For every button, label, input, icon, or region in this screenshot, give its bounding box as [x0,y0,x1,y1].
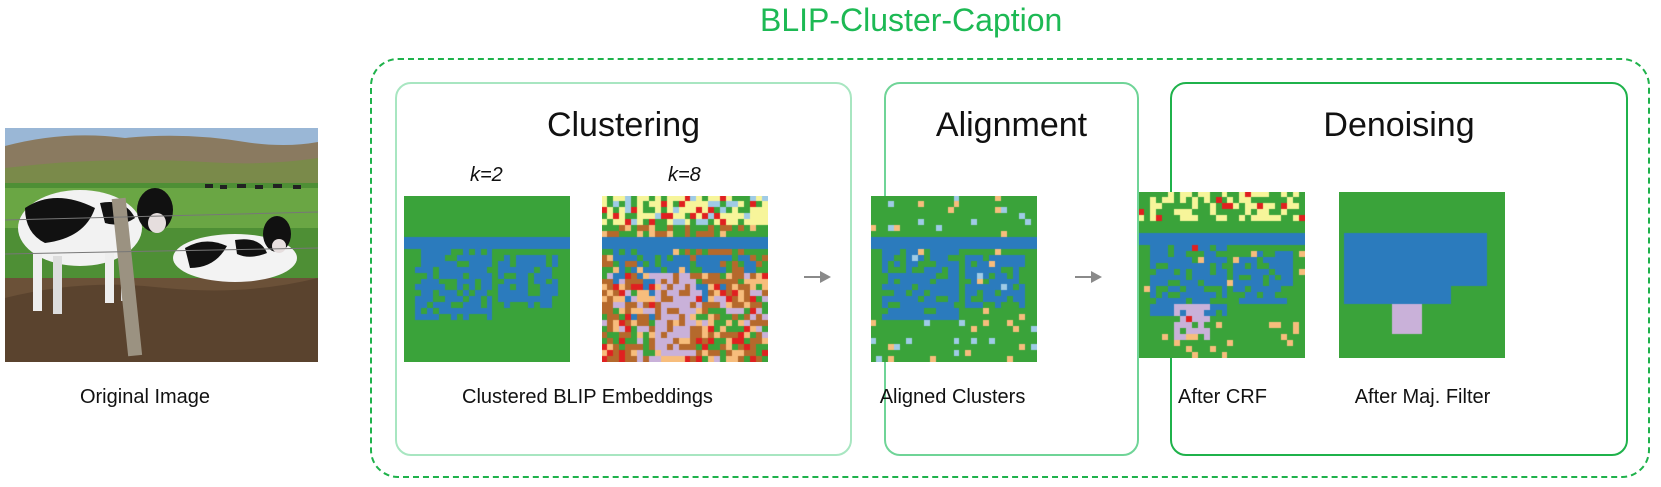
after-crf-caption: After CRF [1178,386,1267,408]
denoising-title: Denoising [1323,106,1475,144]
clustering-caption: Clustered BLIP Embeddings [462,386,713,408]
segmentation-map-after-crf [1139,192,1305,358]
original-photo [5,128,318,362]
segmentation-map-after-majority-filter [1339,192,1505,358]
segmentation-map-aligned [871,196,1037,362]
pipeline-title: BLIP-Cluster-Caption [760,2,1063,38]
alignment-title: Alignment [935,106,1088,144]
original-image-caption: Original Image [79,386,211,408]
alignment-caption: Aligned Clusters [879,386,1026,408]
clustering-title: Clustering [546,106,701,144]
segmentation-map-k8 [602,196,768,362]
k8-label: k=8 [668,164,701,186]
k2-label: k=2 [470,164,503,186]
arrow-icon [1075,271,1102,283]
after-maj-filter-caption: After Maj. Filter [1354,386,1491,408]
pipeline-container [370,58,1650,478]
segmentation-map-k2 [404,196,570,362]
arrow-icon [804,271,831,283]
